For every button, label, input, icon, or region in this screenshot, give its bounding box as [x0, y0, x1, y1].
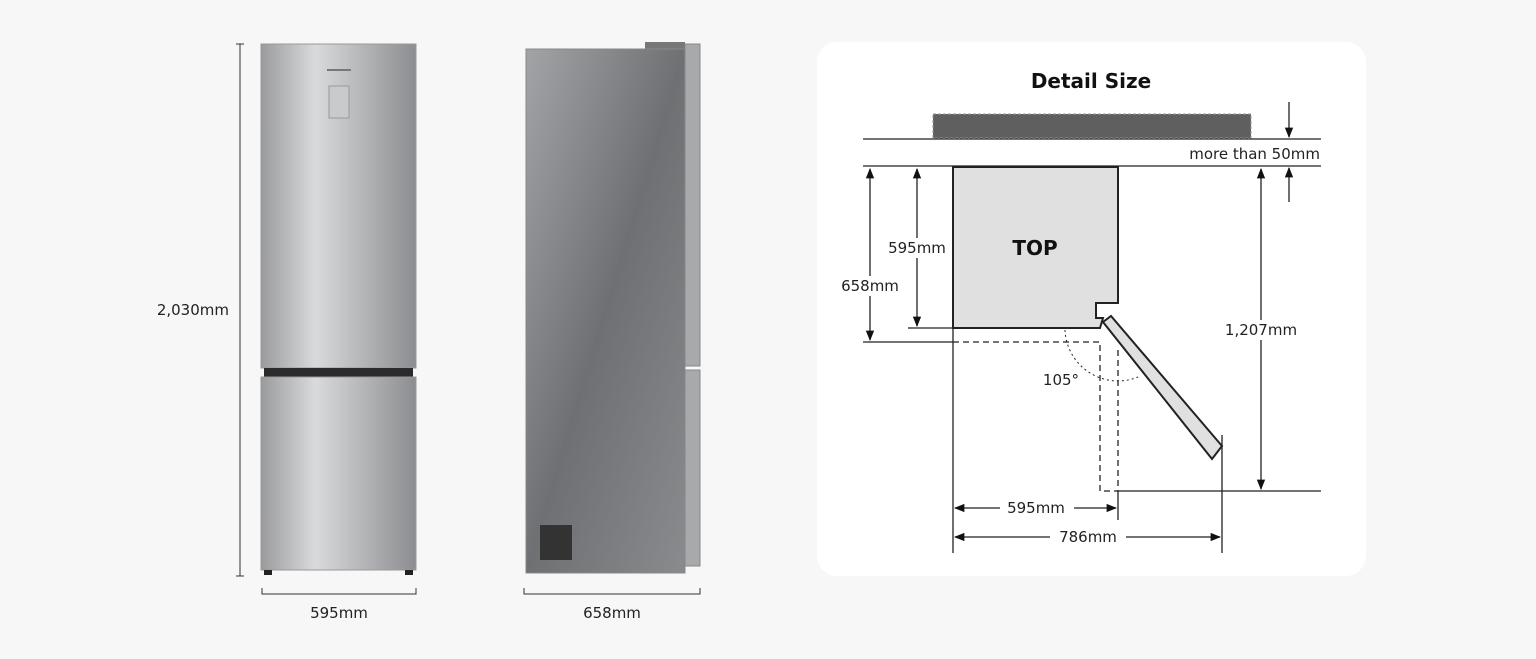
- door-handle-gap: [264, 368, 413, 377]
- detail-title: Detail Size: [1031, 69, 1151, 93]
- foot-left: [264, 570, 272, 575]
- bottom-door-edge: [684, 369, 701, 567]
- top-door-edge: [684, 43, 701, 367]
- brand-logo: [327, 69, 351, 71]
- open-width-label: 786mm: [1059, 528, 1117, 546]
- top-hinge-cover: [645, 42, 685, 51]
- clearance-label: more than 50mm: [1189, 145, 1320, 163]
- fridge-bottom-door: [260, 376, 417, 571]
- width-label: 595mm: [310, 604, 368, 622]
- top-label: TOP: [1012, 236, 1057, 260]
- width-label-detail: 595mm: [1007, 499, 1065, 517]
- width-dimension-line: [261, 588, 417, 595]
- body-depth-label: 595mm: [888, 239, 946, 257]
- depth-label: 658mm: [583, 604, 641, 622]
- foot-right: [405, 570, 413, 575]
- angle-label: 105°: [1043, 371, 1079, 389]
- control-panel: [328, 85, 350, 119]
- wall: [932, 113, 1252, 139]
- front-view: 2,030mm 595mm: [157, 43, 417, 622]
- height-label: 2,030mm: [157, 301, 229, 319]
- height-dimension-line: [236, 43, 244, 577]
- fridge-side-panel: [525, 48, 686, 574]
- total-depth-label: 658mm: [841, 277, 899, 295]
- depth-dimension-line: [523, 588, 701, 595]
- detail-size-card: Detail Size more than: [817, 42, 1366, 576]
- fridge-top-outline: [952, 166, 1119, 329]
- open-depth-label: 1,207mm: [1225, 321, 1297, 339]
- side-view: 658mm: [523, 42, 701, 622]
- vent-grille: [540, 525, 572, 560]
